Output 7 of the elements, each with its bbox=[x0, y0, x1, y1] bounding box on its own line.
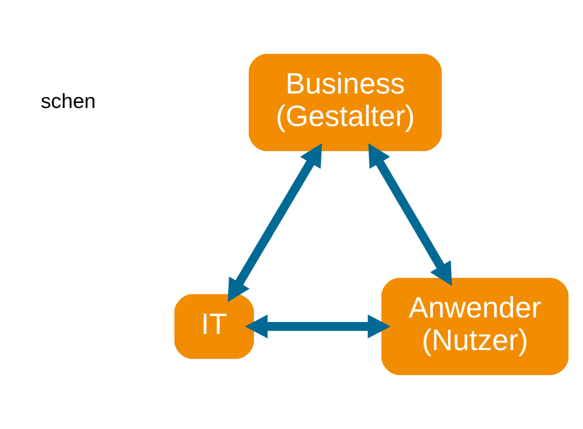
arrow bbox=[228, 143, 322, 302]
label: schen bbox=[40, 90, 96, 113]
node-box: Business (Gestalter) bbox=[248, 54, 442, 152]
node-box: Anwender (Nutzer) bbox=[381, 278, 568, 376]
arrow bbox=[368, 143, 452, 286]
arrow bbox=[244, 314, 391, 338]
node-box: IT bbox=[174, 294, 254, 359]
